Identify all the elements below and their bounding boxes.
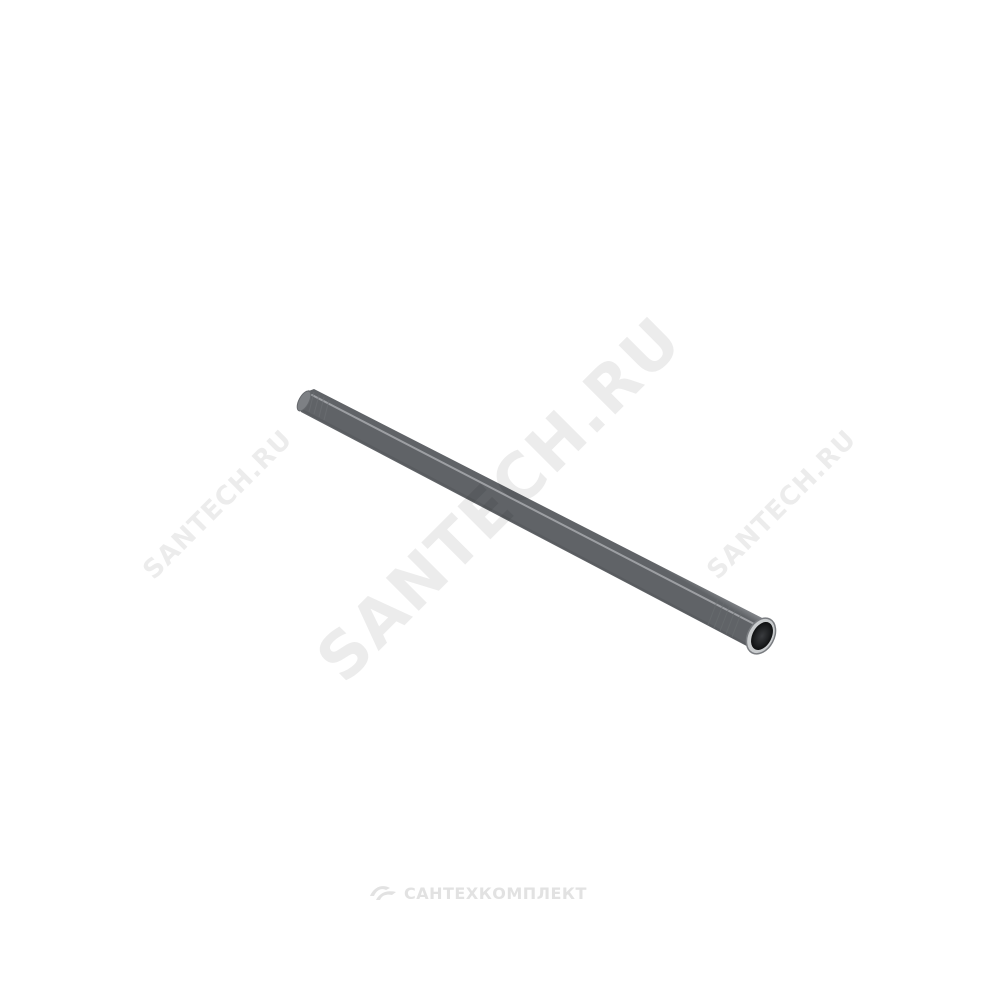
pipe-end-left (296, 390, 312, 412)
pipe (296, 389, 777, 655)
pipe-highlight (311, 394, 761, 628)
pipe-shadow-edge (301, 409, 751, 647)
pipe-end-right-hole (751, 622, 773, 650)
pipe-thread-right (707, 598, 743, 638)
pipe-body (300, 389, 770, 652)
